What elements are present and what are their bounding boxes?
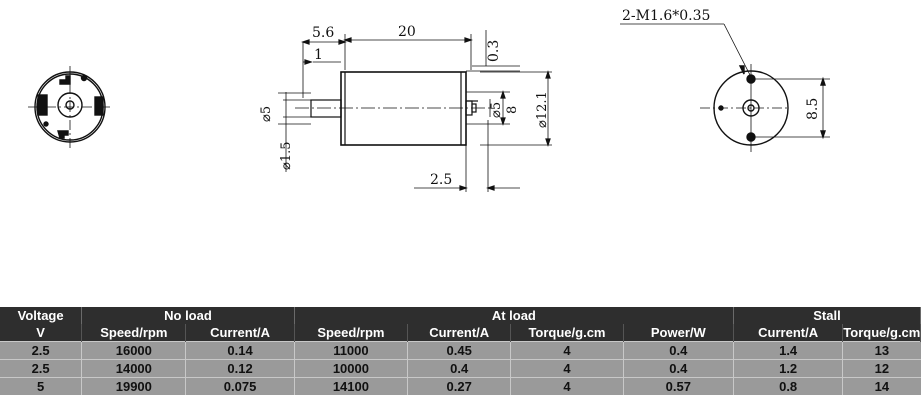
dim-2-5: 2.5 — [430, 172, 452, 188]
header-at-load-current: Current/A — [407, 324, 512, 342]
table-cell: 0.27 — [407, 377, 512, 395]
table-cell: 1.2 — [733, 359, 844, 378]
table-cell: 14 — [842, 377, 921, 395]
header-no-load: No load — [81, 307, 295, 324]
table-cell: 2.5 — [0, 359, 83, 378]
table-cell: 0.57 — [623, 377, 734, 395]
dim-5-6: 5.6 — [312, 25, 334, 41]
header-at-load-power: Power/W — [623, 324, 734, 342]
header-at-load-torque: Torque/g.cm — [510, 324, 624, 342]
dim-phi5-left: ⌀5 — [259, 106, 274, 122]
table-cell: 0.12 — [185, 359, 295, 378]
table-cell: 0.8 — [733, 377, 844, 395]
table-group-header-row: Voltage No load At load Stall — [0, 307, 921, 324]
table-cell: 4 — [510, 341, 624, 360]
table-cell: 0.4 — [407, 359, 512, 378]
header-stall: Stall — [733, 307, 921, 324]
dim-phi1-5: ⌀1.5 — [279, 141, 294, 170]
table-cell: 4 — [510, 359, 624, 378]
table-cell: 14100 — [294, 377, 409, 395]
table-cell: 4 — [510, 377, 624, 395]
table-cell: 0.4 — [623, 341, 734, 360]
table-cell: 14000 — [81, 359, 187, 378]
performance-table: Voltage No load At load Stall V Speed/rp… — [0, 307, 921, 395]
dim-phi12-1: ⌀12.1 — [535, 91, 550, 128]
table-cell: 12 — [842, 359, 921, 378]
header-no-load-current: Current/A — [185, 324, 295, 342]
motor-technical-drawing: 5.6 20 1 0.3 ⌀5 ⌀1.5 ⌀5 8 ⌀12.1 2.5 2-M1… — [28, 8, 830, 192]
table-sub-header-row: V Speed/rpm Current/A Speed/rpm Current/… — [0, 324, 921, 342]
header-voltage: Voltage — [0, 307, 83, 324]
rear-end-view — [28, 66, 112, 150]
front-end-view — [620, 23, 830, 152]
table-cell: 2.5 — [0, 341, 83, 360]
header-at-load-speed: Speed/rpm — [294, 324, 409, 342]
table-cell: 16000 — [81, 341, 187, 360]
table-cell: 13 — [842, 341, 921, 360]
table-cell: 0.14 — [185, 341, 295, 360]
table-cell: 0.4 — [623, 359, 734, 378]
side-view — [278, 30, 552, 192]
dim-1: 1 — [314, 47, 323, 63]
table-cell: 19900 — [81, 377, 187, 395]
table-cell: 0.075 — [185, 377, 295, 395]
table-row: 2.5 14000 0.12 10000 0.4 4 0.4 1.2 12 — [0, 359, 921, 378]
header-stall-current: Current/A — [733, 324, 844, 342]
header-at-load: At load — [294, 307, 734, 324]
header-no-load-speed: Speed/rpm — [81, 324, 187, 342]
table-cell: 0.45 — [407, 341, 512, 360]
dim-phi5-right: ⌀5 — [489, 102, 504, 118]
table-cell: 10000 — [294, 359, 409, 378]
header-stall-torque: Torque/g.cm — [842, 324, 921, 342]
table-row: 5 19900 0.075 14100 0.27 4 0.57 0.8 14 — [0, 377, 921, 395]
header-voltage-unit: V — [0, 324, 83, 342]
table-cell: 11000 — [294, 341, 409, 360]
dim-0-3: 0.3 — [486, 40, 502, 62]
dim-20: 20 — [398, 24, 416, 40]
thread-callout: 2-M1.6*0.35 — [622, 8, 710, 24]
table-cell: 1.4 — [733, 341, 844, 360]
dim-8: 8 — [505, 106, 520, 114]
dim-8-5: 8.5 — [805, 98, 821, 120]
table-cell: 5 — [0, 377, 83, 395]
table-row: 2.5 16000 0.14 11000 0.45 4 0.4 1.4 13 — [0, 341, 921, 360]
